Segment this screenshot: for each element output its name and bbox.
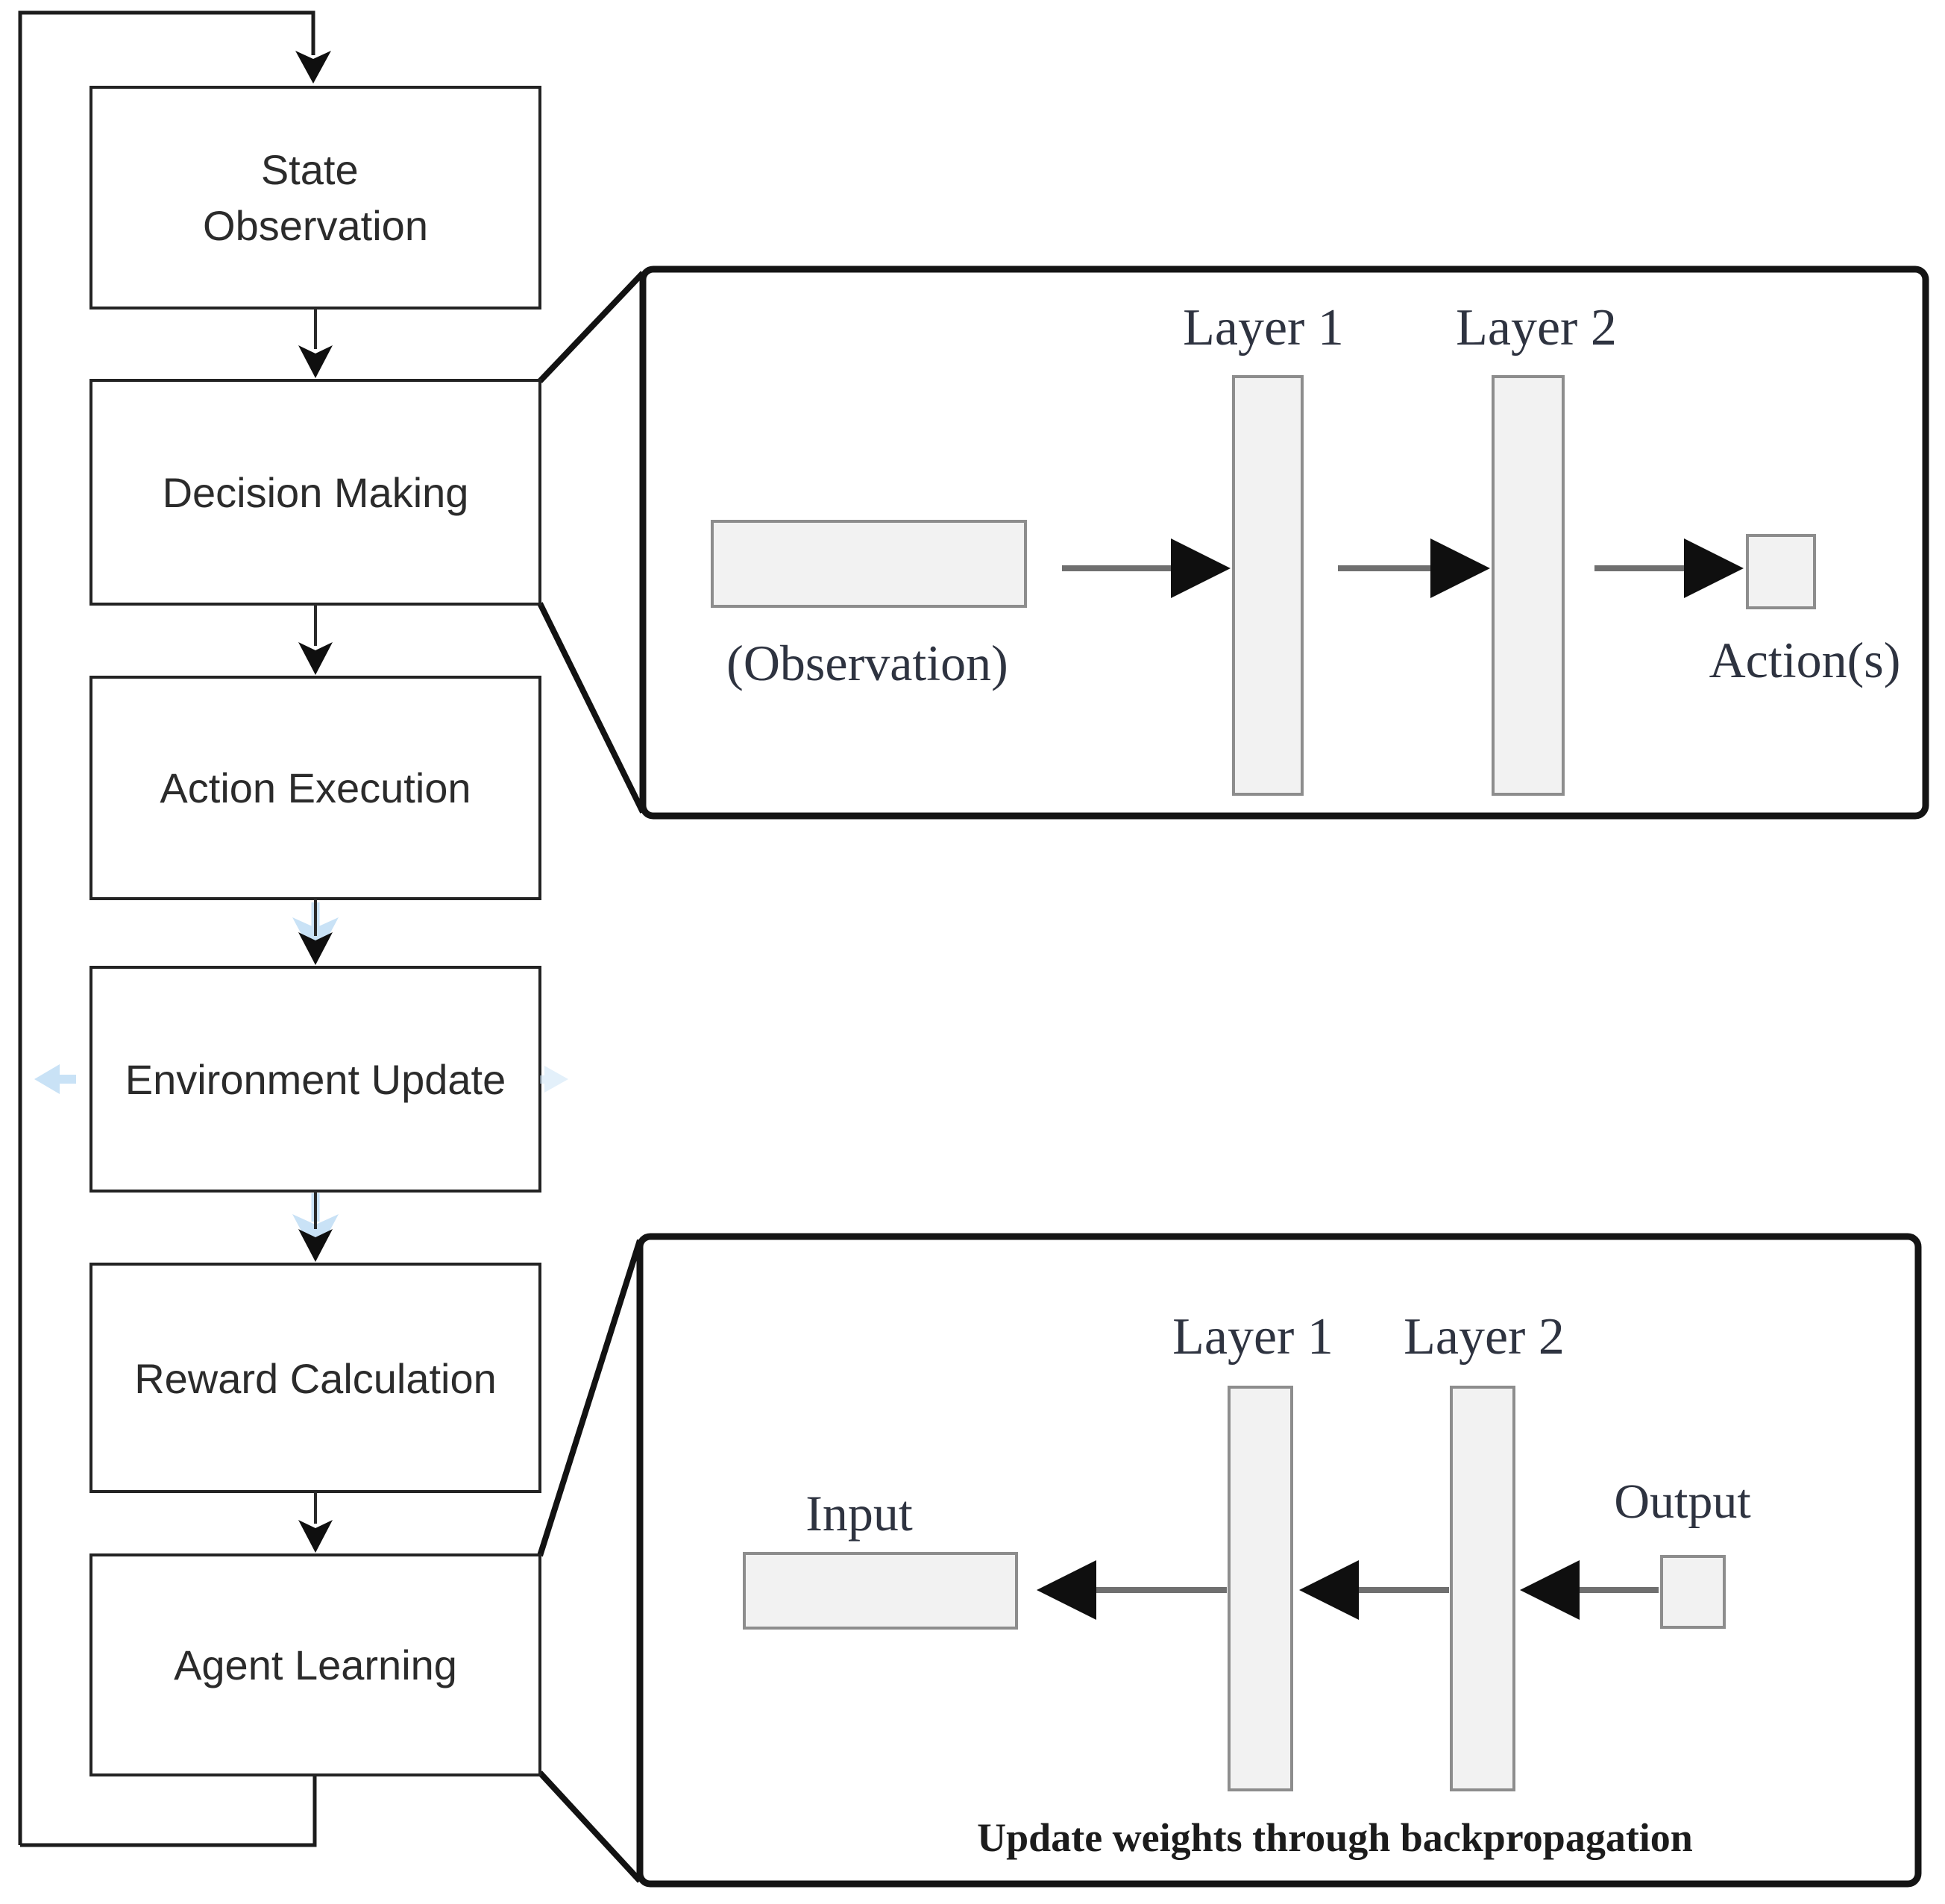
forward-layer2-bar (1492, 375, 1565, 796)
arrowhead-down-icon (298, 345, 333, 378)
ghost-blue-arrowhead-icon (292, 917, 339, 961)
node-agent-learning-label: Agent Learning (174, 1641, 457, 1688)
forward-arrow-1 (1062, 538, 1231, 598)
forward-layer1-bar (1232, 375, 1304, 796)
backprop-output-cell (1660, 1555, 1726, 1629)
arrowhead-right-icon (1171, 538, 1231, 598)
forward-observation-vector (711, 520, 1027, 608)
blue-left-arrowhead-icon (34, 1064, 60, 1094)
arrowhead-down-icon (298, 642, 333, 675)
arrow-action-to-environment (292, 899, 339, 965)
arrowhead-left-icon (1520, 1560, 1580, 1620)
node-state-observation-label: State Observation (203, 146, 428, 249)
backprop-inset: Layer 1 Layer 2 Input Output Update weig… (636, 1233, 1922, 1888)
arrow-reward-to-agent (298, 1492, 333, 1553)
ghost-blue-arrowhead-icon (292, 1214, 339, 1257)
forward-pass-inset: Layer 1 Layer 2 (Observation) Action(s) (639, 266, 1929, 820)
arrowhead-left-icon (1037, 1560, 1096, 1620)
arrowhead-right-icon (1430, 538, 1490, 598)
forward-action-label: Action(s) (1709, 632, 1901, 688)
arrow-state-to-decision (298, 308, 333, 378)
backprop-input-label: Input (805, 1485, 913, 1542)
backprop-arrow-1 (1037, 1560, 1227, 1620)
node-environment-update (89, 966, 541, 1193)
callout-line-agent-bottom (538, 1771, 642, 1883)
forward-layer1-label: Layer 1 (1183, 299, 1344, 356)
backprop-input-vector (743, 1552, 1018, 1630)
arrowhead-down-icon (298, 1229, 333, 1262)
arrow-environment-to-reward (292, 1191, 339, 1262)
forward-observation-label: (Observation) (726, 635, 1008, 691)
loop-top-left-line (18, 10, 315, 1845)
backprop-output-label: Output (1614, 1474, 1750, 1529)
forward-action-cell (1746, 534, 1816, 609)
backprop-caption: Update weights through backpropagation (977, 1815, 1693, 1860)
forward-arrow-3 (1594, 538, 1744, 598)
environment-side-blue-arrows (34, 1064, 568, 1094)
node-action-execution (89, 676, 541, 900)
backprop-layer2-label: Layer 2 (1404, 1308, 1565, 1366)
callout-line-decision-top (538, 271, 645, 383)
arrowhead-left-icon (1299, 1560, 1359, 1620)
backprop-arrow-3 (1520, 1560, 1659, 1620)
backprop-layer1-bar (1228, 1386, 1293, 1791)
loop-arrowhead-into-state-observation (295, 51, 331, 84)
arrowhead-down-icon (298, 1520, 333, 1553)
node-agent-learning (89, 1553, 541, 1776)
arrowhead-right-icon (1684, 538, 1744, 598)
node-decision-making-label: Decision Making (163, 469, 469, 516)
blue-right-arrow-shaft (540, 1075, 547, 1084)
backprop-layer2-bar (1450, 1386, 1515, 1791)
loop-bottom-line (20, 1776, 317, 1847)
arrow-decision-to-action (298, 604, 333, 675)
node-state-observation (89, 86, 541, 310)
blue-right-arrowhead-icon (544, 1066, 568, 1093)
node-environment-update-label: Environment Update (125, 1056, 506, 1103)
backprop-layer1-label: Layer 1 (1172, 1308, 1333, 1366)
node-reward-calculation (89, 1263, 541, 1493)
callout-line-decision-bottom (537, 602, 646, 814)
forward-layer2-label: Layer 2 (1456, 299, 1617, 356)
arrowhead-down-icon (298, 932, 333, 965)
callout-line-agent-top (537, 1239, 643, 1557)
backprop-arrow-2 (1299, 1560, 1449, 1620)
node-reward-calculation-label: Reward Calculation (134, 1355, 497, 1402)
forward-arrow-2 (1338, 538, 1490, 598)
node-action-execution-label: Action Execution (160, 764, 471, 811)
